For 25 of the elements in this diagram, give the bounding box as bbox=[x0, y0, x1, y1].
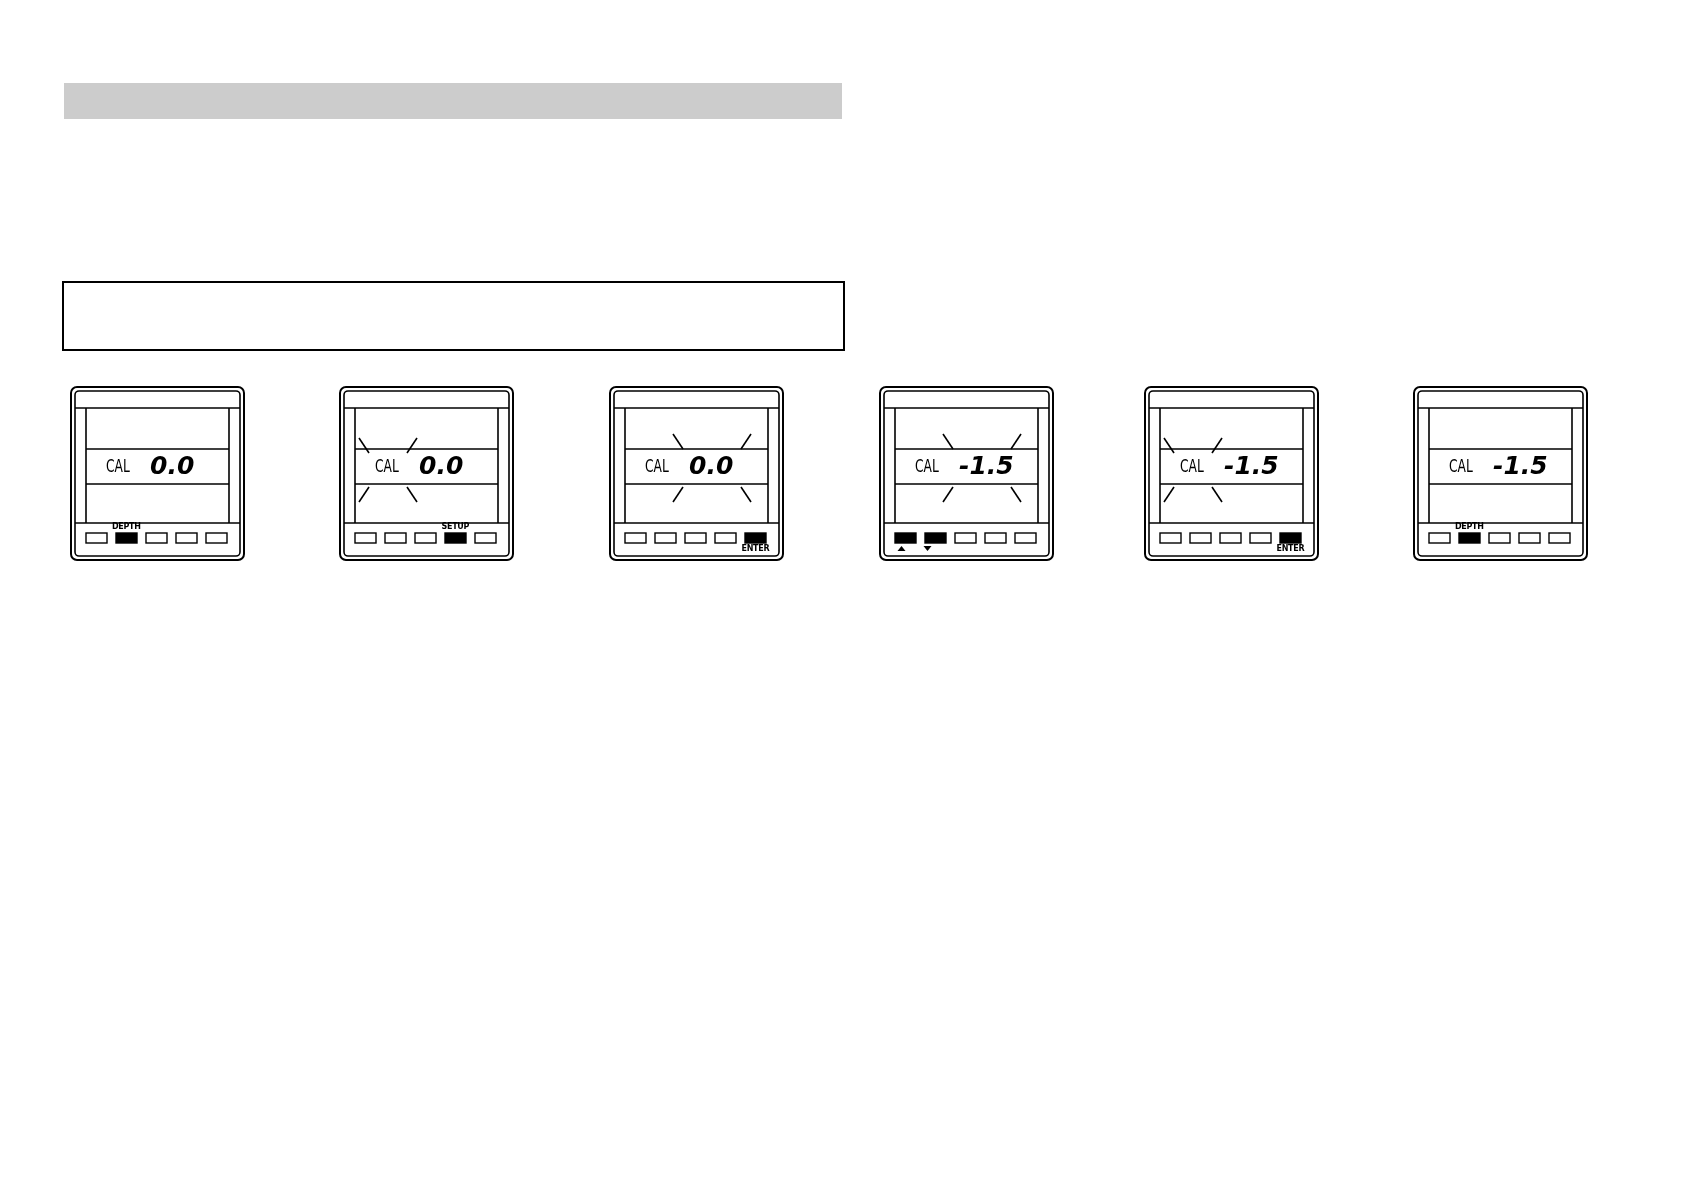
key-label: DEPTH bbox=[1455, 523, 1484, 531]
readout-value: 0.0 bbox=[689, 453, 734, 478]
readout-value: -1.5 bbox=[959, 453, 1014, 478]
note-box bbox=[62, 281, 845, 351]
section-header-bar bbox=[64, 83, 842, 119]
instrument-display bbox=[879, 386, 1054, 561]
mode-label: CAL bbox=[915, 458, 939, 475]
mode-label: CAL bbox=[1180, 458, 1204, 475]
instrument-display bbox=[1144, 386, 1319, 561]
mode-label: CAL bbox=[106, 458, 130, 475]
readout-value: -1.5 bbox=[1224, 453, 1279, 478]
mode-label: CAL bbox=[1449, 458, 1473, 475]
readout-value: -1.5 bbox=[1493, 453, 1548, 478]
mode-label: CAL bbox=[645, 458, 669, 475]
key-label: ENTER bbox=[1276, 545, 1305, 553]
key-label: SETUP bbox=[441, 523, 470, 531]
readout-value: 0.0 bbox=[419, 453, 464, 478]
instrument-display bbox=[70, 386, 245, 561]
instrument-display bbox=[609, 386, 784, 561]
instrument-display bbox=[1413, 386, 1588, 561]
instrument-display bbox=[339, 386, 514, 561]
key-label: ENTER bbox=[741, 545, 770, 553]
key-label: DEPTH bbox=[112, 523, 141, 531]
mode-label: CAL bbox=[375, 458, 399, 475]
readout-value: 0.0 bbox=[150, 453, 195, 478]
